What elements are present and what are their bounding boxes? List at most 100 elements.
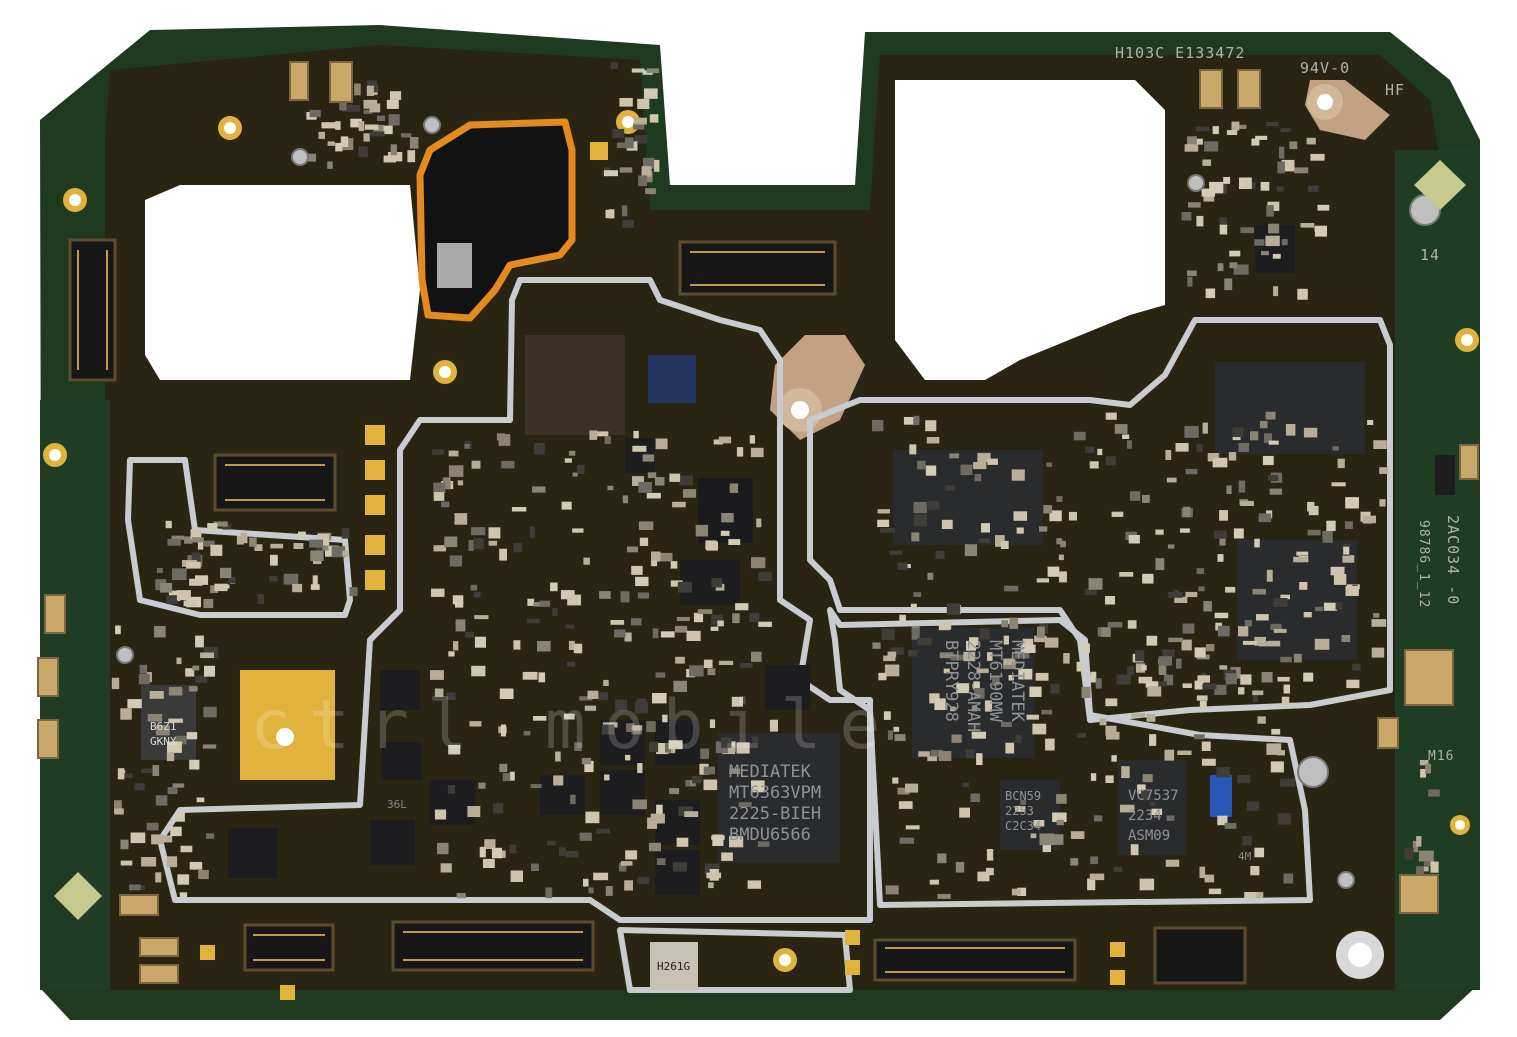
svg-text:2AC034 -0: 2AC034 -0	[1444, 515, 1462, 605]
smd-part	[721, 513, 734, 523]
smd-part	[568, 450, 576, 456]
smd-part	[340, 136, 349, 147]
svg-text:2225-BIEH: 2225-BIEH	[729, 804, 821, 824]
smd-part	[1105, 698, 1118, 707]
smd-part	[1201, 741, 1211, 751]
ic-bga-left	[525, 335, 625, 435]
smd-part	[454, 513, 468, 525]
smd-part	[1167, 592, 1183, 598]
smd-part	[633, 123, 645, 130]
smd-part	[981, 523, 990, 533]
smd-part	[1273, 286, 1279, 297]
smd-part	[1333, 574, 1347, 585]
smd-part	[269, 575, 278, 582]
smd-part	[1088, 578, 1103, 590]
smd-part	[441, 501, 450, 508]
smd-part	[899, 614, 906, 622]
smd-part	[607, 485, 614, 491]
smd-part	[1155, 529, 1164, 535]
smd-part	[1224, 278, 1233, 291]
svg-text:4M: 4M	[1238, 850, 1252, 863]
smd-part	[943, 668, 950, 674]
smd-part	[166, 595, 178, 604]
smd-part	[1420, 769, 1426, 778]
smd-part	[732, 613, 740, 624]
smd-part	[579, 696, 593, 701]
smd-part	[649, 114, 659, 123]
smd-part	[1181, 212, 1192, 221]
smd-part	[631, 68, 645, 73]
smd-part	[530, 863, 539, 871]
smd-part	[309, 109, 321, 118]
smd-part	[1174, 596, 1188, 603]
ic-blue-top	[648, 355, 696, 403]
smd-part	[1273, 628, 1287, 633]
smd-part	[1015, 734, 1022, 744]
smd-part	[672, 501, 686, 508]
smd-part	[911, 628, 920, 640]
smd-part	[700, 748, 710, 759]
smd-part	[1289, 141, 1298, 150]
smd-part	[1089, 461, 1099, 469]
smd-part	[1293, 653, 1302, 663]
smd-part	[1216, 767, 1231, 778]
smd-part	[970, 793, 980, 803]
smd-part	[878, 672, 887, 681]
smd-part	[1271, 728, 1281, 735]
smd-part	[897, 562, 908, 570]
smd-part	[605, 886, 613, 896]
smd-part	[1255, 135, 1268, 140]
smd-components	[111, 62, 1440, 899]
smd-part	[1058, 554, 1064, 561]
smd-part	[1246, 801, 1260, 811]
smd-part	[1052, 812, 1067, 822]
smd-part	[1268, 475, 1279, 481]
smd-part	[499, 548, 507, 561]
smd-part	[751, 651, 762, 662]
smd-part	[1240, 227, 1254, 234]
svg-text:BMDU6566: BMDU6566	[729, 825, 811, 845]
smd-part	[1119, 572, 1134, 577]
smd-part	[1196, 215, 1204, 227]
smd-part	[1073, 431, 1086, 441]
smd-part	[1149, 734, 1157, 746]
smd-part	[639, 537, 649, 546]
smd-part	[559, 847, 566, 856]
smd-part	[1034, 635, 1047, 643]
smd-part	[738, 802, 752, 807]
smd-part	[1167, 544, 1175, 549]
smd-part	[884, 664, 900, 677]
smd-part	[1303, 427, 1318, 438]
smd-part	[214, 583, 228, 592]
smd-part	[941, 519, 953, 529]
smd-part	[1203, 191, 1215, 202]
smd-part	[167, 741, 182, 753]
smd-part	[310, 584, 320, 590]
smd-part	[350, 118, 362, 128]
smd-part	[679, 475, 693, 486]
smd-part	[1116, 674, 1131, 685]
smd-part	[622, 495, 629, 504]
smd-part	[189, 759, 200, 770]
smd-part	[457, 480, 464, 486]
smd-part	[1229, 262, 1238, 269]
smd-part	[499, 763, 508, 773]
smd-part	[339, 101, 347, 111]
smd-part	[894, 734, 906, 741]
smd-part	[1095, 678, 1102, 689]
smd-part	[363, 133, 370, 142]
smd-part	[638, 482, 652, 493]
svg-text:2253: 2253	[1005, 804, 1034, 818]
smd-part	[1046, 462, 1053, 467]
svg-text:H261G: H261G	[657, 960, 690, 973]
smd-part	[283, 573, 299, 585]
svg-text:98786_1_12: 98786_1_12	[1416, 520, 1431, 608]
smd-part	[195, 635, 204, 648]
smd-part	[889, 550, 903, 555]
smd-part	[186, 732, 198, 740]
smd-part	[127, 699, 142, 709]
smd-part	[711, 578, 722, 588]
smd-part	[655, 438, 668, 450]
smd-part	[1187, 276, 1193, 287]
